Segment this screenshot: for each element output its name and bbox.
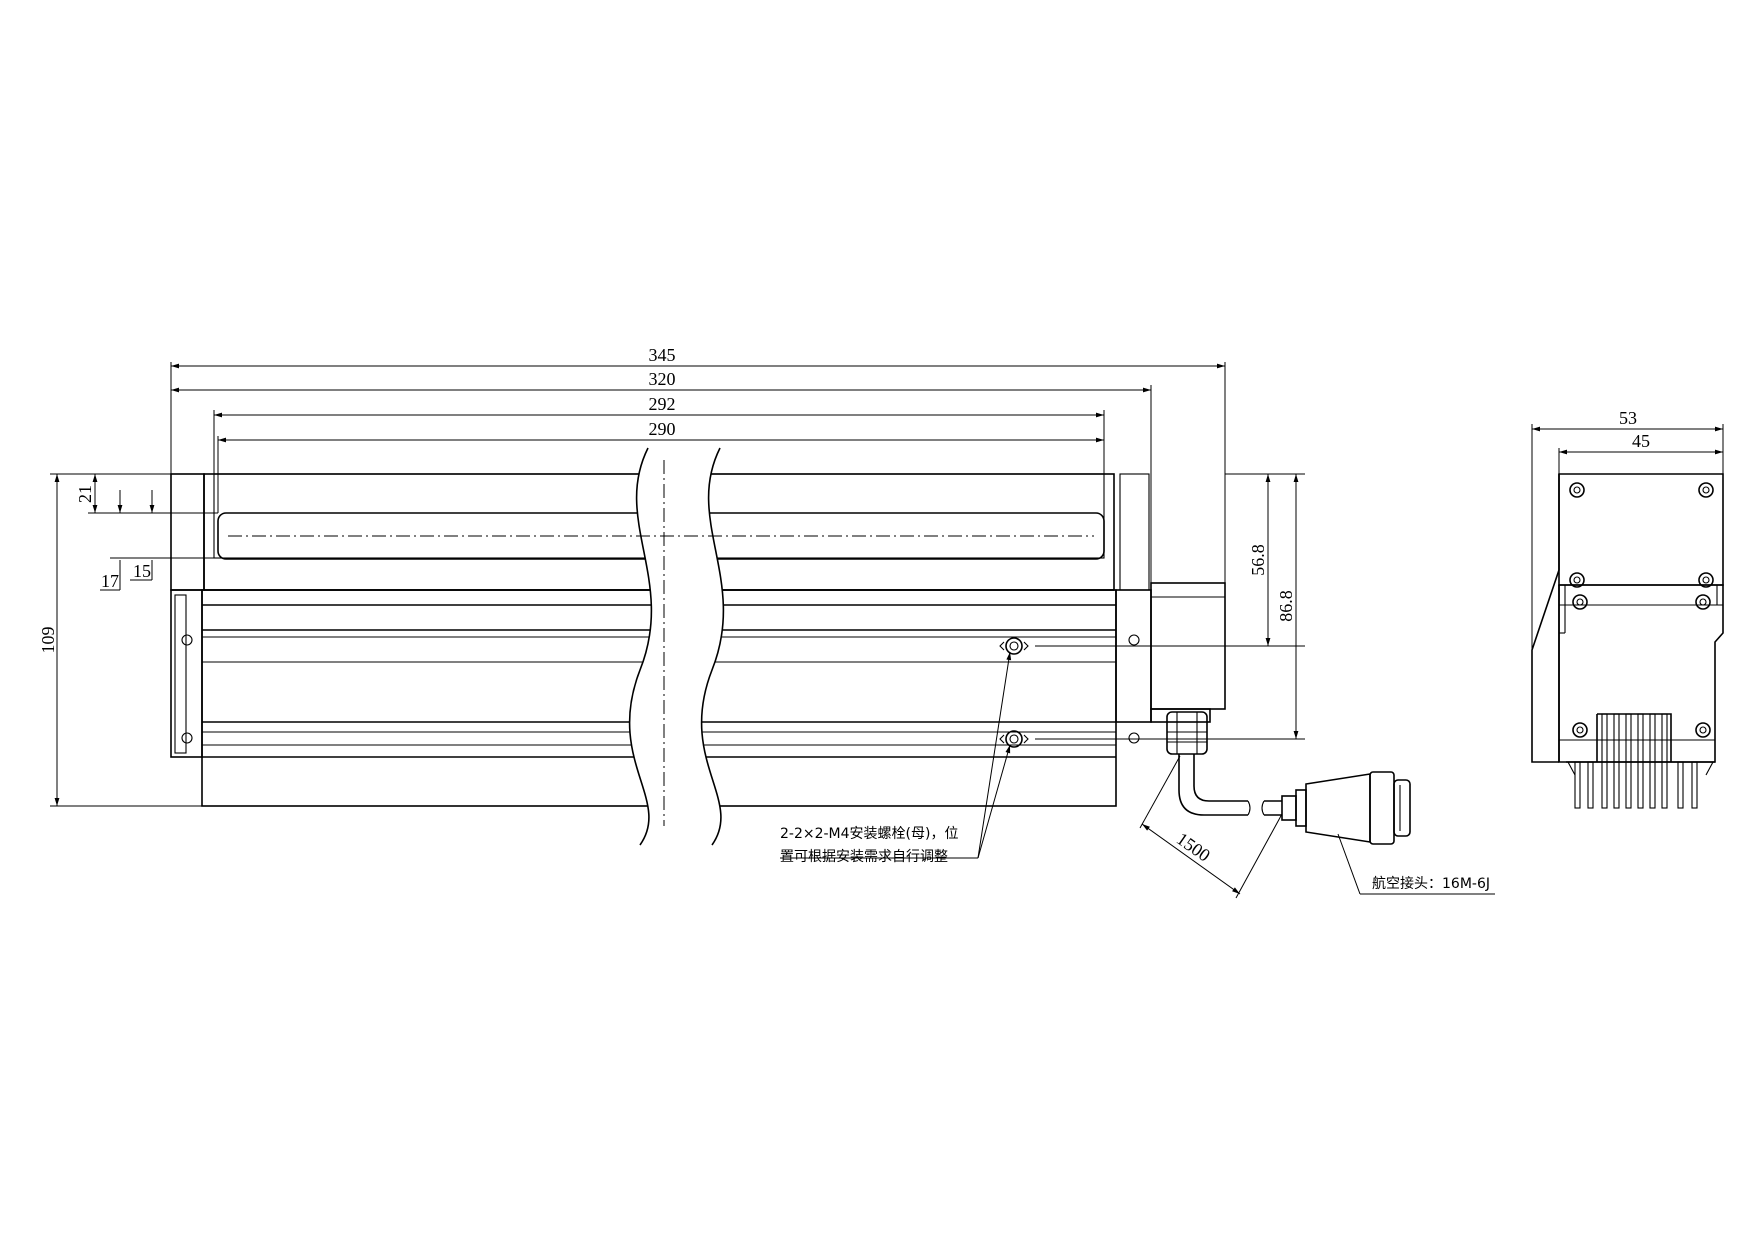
heat-sink-fins xyxy=(1566,713,1715,809)
screw-icon xyxy=(1698,572,1714,588)
dim-17-label: 17 xyxy=(101,571,119,591)
mount-nut-icon xyxy=(999,730,1029,748)
screw-icon xyxy=(1572,594,1588,610)
dim-345-label: 345 xyxy=(649,345,676,365)
left-mount-bracket xyxy=(170,589,203,758)
dim-320-label: 320 xyxy=(649,369,676,389)
dim-56-8-label: 56.8 xyxy=(1248,544,1268,576)
left-end-plate-top xyxy=(170,473,205,591)
right-mount-bracket xyxy=(1115,589,1152,723)
bolt-note-line1: 2-2×2-M4安装螺栓(母)，位 xyxy=(780,826,958,842)
mount-nut-icon xyxy=(999,637,1029,655)
dim-1500-label: 1500 xyxy=(1173,829,1214,866)
dim-109-label: 109 xyxy=(38,627,58,654)
side-view: 53 45 xyxy=(1531,408,1724,809)
screw-icon xyxy=(1695,594,1711,610)
mount-hole-icon xyxy=(1128,732,1140,744)
dim-21-label: 21 xyxy=(75,485,95,503)
break-region xyxy=(629,448,724,845)
dim-86-8-label: 86.8 xyxy=(1276,590,1296,622)
break-line-right xyxy=(700,447,725,846)
dim-45-label: 45 xyxy=(1632,431,1650,451)
cable-gland-nut xyxy=(1166,711,1208,755)
aviation-connector: 航空接头：16M-6J xyxy=(1261,771,1495,895)
mount-hole-icon xyxy=(1128,634,1140,646)
dim-292-label: 292 xyxy=(649,394,676,414)
bolt-note-line2: 置可根据安装需求自行调整 xyxy=(780,849,948,865)
connector-label: 航空接头：16M-6J xyxy=(1372,875,1490,892)
screw-icon xyxy=(1698,482,1714,498)
front-dimensions: 345 320 292 290 109 21 17 15 xyxy=(38,345,1305,899)
dim-290-label: 290 xyxy=(649,419,676,439)
screw-icon xyxy=(1572,722,1588,738)
cable xyxy=(1178,754,1248,816)
cable-gland xyxy=(1150,708,1211,723)
mount-hole-icon xyxy=(181,732,193,744)
break-line-left xyxy=(628,447,653,846)
screw-icon xyxy=(1569,482,1585,498)
front-view xyxy=(170,447,1251,846)
dim-15-label: 15 xyxy=(133,561,151,581)
screw-icon xyxy=(1569,572,1585,588)
mount-hole-icon xyxy=(181,634,193,646)
dim-53-label: 53 xyxy=(1619,408,1637,428)
screw-icon xyxy=(1695,722,1711,738)
